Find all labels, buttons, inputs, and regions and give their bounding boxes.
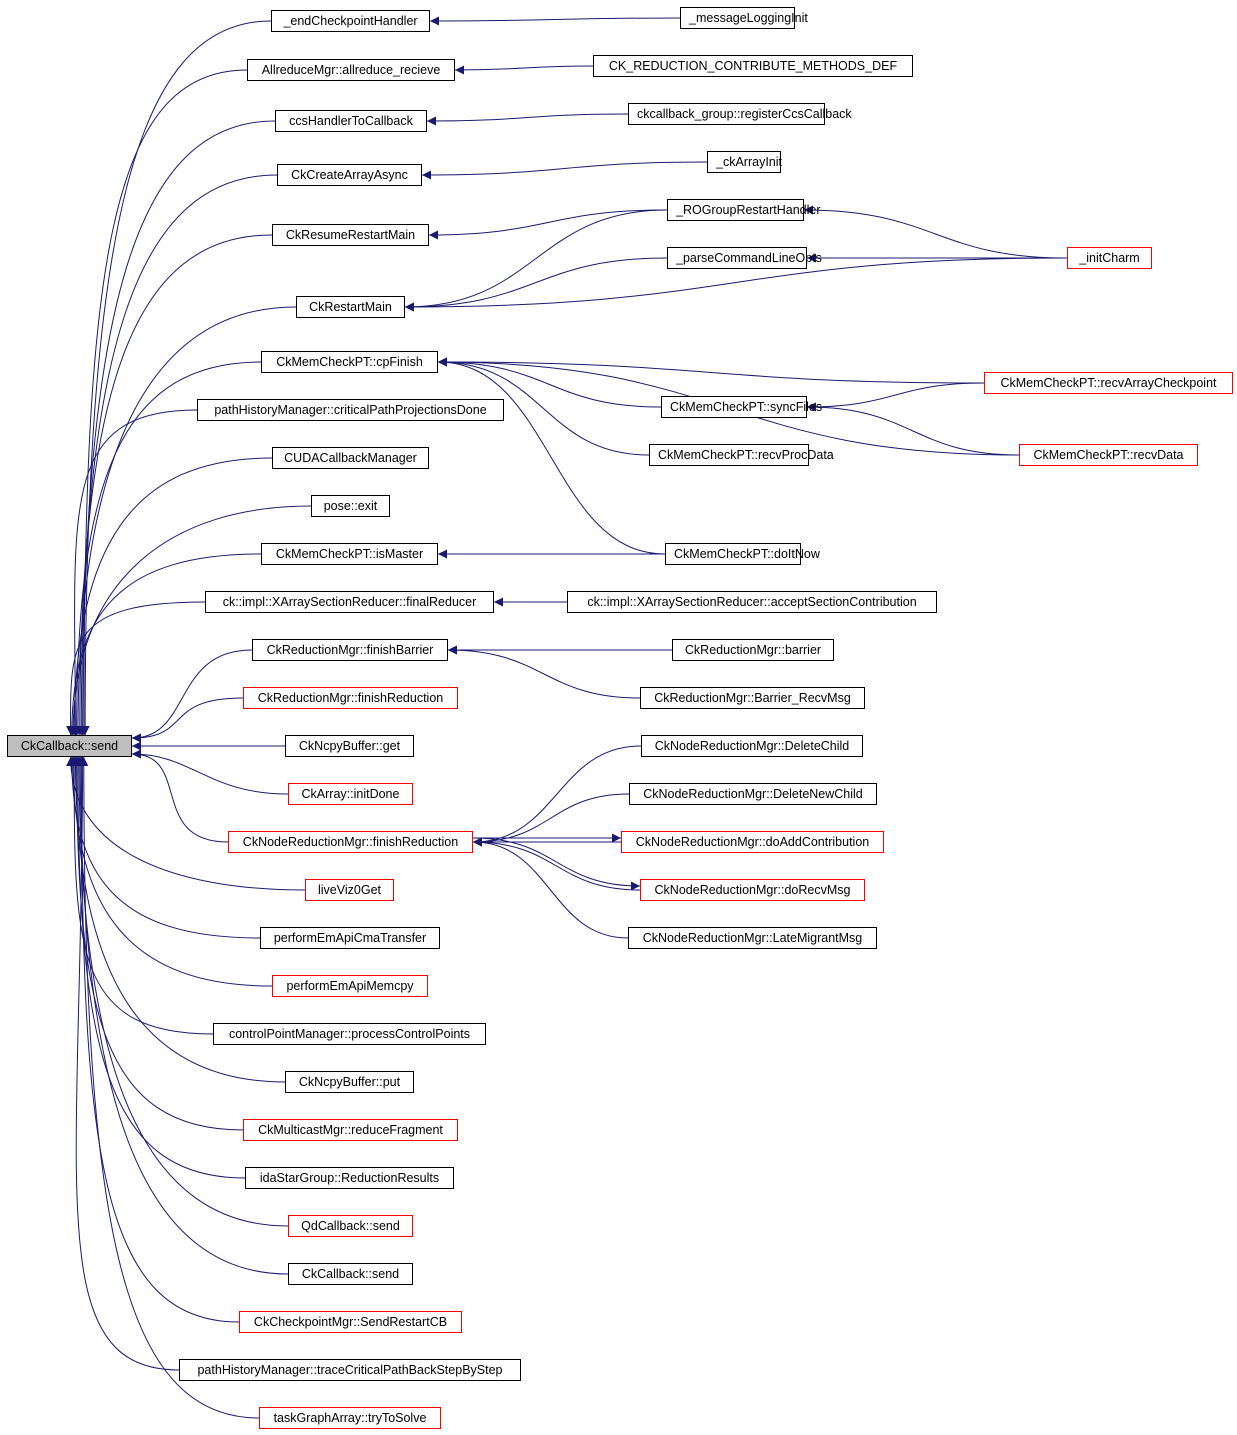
node-reduction-mgr-finish-reduction[interactable]: CkReductionMgr::finishReduction xyxy=(243,687,458,709)
edge-n21-to-root xyxy=(69,756,214,1035)
node-reduce-fragment[interactable]: CkMulticastMgr::reduceFragment xyxy=(243,1119,458,1141)
node-recv-data[interactable]: CkMemCheckPT::recvData xyxy=(1019,444,1198,466)
edge-r2-to-m7 xyxy=(806,382,985,412)
edge-m6-to-n6 xyxy=(404,257,668,312)
node-ck-create-array-async[interactable]: CkCreateArrayAsync xyxy=(277,164,422,186)
node-ccs-handler-to-callback[interactable]: ccsHandlerToCallback xyxy=(275,110,427,132)
edge-m3-to-n3 xyxy=(426,113,629,126)
node-ck-resume-restart-main[interactable]: CkResumeRestartMain xyxy=(272,224,429,246)
edge-m14-to-n17 xyxy=(472,793,630,847)
node-late-migrant-msg[interactable]: CkNodeReductionMgr::LateMigrantMsg xyxy=(628,927,877,949)
node-is-master[interactable]: CkMemCheckPT::isMaster xyxy=(261,543,438,565)
node-send-restart-cb[interactable]: CkCheckpointMgr::SendRestartCB xyxy=(239,1311,462,1333)
edge-m5-to-n6 xyxy=(404,209,668,312)
node-recv-array-checkpoint[interactable]: CkMemCheckPT::recvArrayCheckpoint xyxy=(984,372,1233,394)
edge-r2-to-n7 xyxy=(437,357,985,384)
node-try-to-solve[interactable]: taskGraphArray::tryToSolve xyxy=(259,1407,441,1429)
edge-m16-to-n17 xyxy=(472,837,641,891)
node-do-recv-msg[interactable]: CkNodeReductionMgr::doRecvMsg xyxy=(640,879,865,901)
edge-n29-to-root xyxy=(79,756,260,1419)
node-finish-barrier[interactable]: CkReductionMgr::finishBarrier xyxy=(252,639,448,661)
node-accept-section-contribution[interactable]: ck::impl::XArraySectionReducer::acceptSe… xyxy=(567,591,937,613)
edge-n24-to-root xyxy=(73,756,246,1179)
edge-n11-to-root xyxy=(67,553,262,736)
edge-m9-to-n7 xyxy=(437,357,666,555)
node-ck-restart-main[interactable]: CkRestartMain xyxy=(296,296,405,318)
node-delete-new-child[interactable]: CkNodeReductionMgr::DeleteNewChild xyxy=(629,783,877,805)
edge-m17-to-n17 xyxy=(472,837,629,939)
node-ro-group-restart-handler[interactable]: _ROGroupRestartHandler xyxy=(667,199,821,221)
edge-n16-to-root xyxy=(131,749,289,795)
node-ncpy-buffer-get[interactable]: CkNcpyBuffer::get xyxy=(285,735,414,757)
node-critical-path-projections-done[interactable]: pathHistoryManager::criticalPathProjecti… xyxy=(197,399,504,421)
edge-n23-to-root xyxy=(72,756,244,1131)
edge-n17-to-m16 xyxy=(472,837,641,891)
edge-n8-to-root xyxy=(70,409,198,736)
node-cp-finish[interactable]: CkMemCheckPT::cpFinish xyxy=(261,351,438,373)
edge-n14-to-root xyxy=(131,697,244,743)
node-root-ckcallback-send[interactable]: CkCallback::send xyxy=(7,735,132,757)
node-ck-reduction-contribute-methods-def[interactable]: CK_REDUCTION_CONTRIBUTE_METHODS_DEF xyxy=(593,55,913,77)
edge-n28-to-root xyxy=(75,756,180,1371)
node-node-reduction-finish-reduction[interactable]: CkNodeReductionMgr::finishReduction xyxy=(228,831,473,853)
node-parse-command-line-opts[interactable]: _parseCommandLineOpts xyxy=(667,247,822,269)
node-cuda-callback-manager[interactable]: CUDACallbackManager xyxy=(272,447,429,469)
node-do-add-contribution[interactable]: CkNodeReductionMgr::doAddContribution xyxy=(621,831,884,853)
edge-n1-to-root xyxy=(80,20,272,736)
node-delete-child[interactable]: CkNodeReductionMgr::DeleteChild xyxy=(641,735,863,757)
node-end-checkpoint-handler[interactable]: _endCheckpointHandler xyxy=(271,10,430,32)
node-ncpy-buffer-put[interactable]: CkNcpyBuffer::put xyxy=(285,1071,414,1093)
edge-r1-to-m5 xyxy=(803,205,1068,259)
edge-n4-to-root xyxy=(76,174,278,736)
edge-n3-to-root xyxy=(78,120,276,736)
node-register-ccs-callback[interactable]: ckcallback_group::registerCcsCallback xyxy=(628,103,852,125)
edge-n25-to-root xyxy=(74,756,289,1227)
edge-m13-to-n17 xyxy=(472,745,642,847)
edge-m1-to-n1 xyxy=(429,16,681,26)
node-allreduce-recieve[interactable]: AllreduceMgr::allreduce_recieve xyxy=(247,59,455,81)
edge-m4-to-n4 xyxy=(421,161,708,180)
edge-r3-to-m7 xyxy=(806,402,1020,456)
node-reduction-results[interactable]: idaStarGroup::ReductionResults xyxy=(245,1167,454,1189)
node-final-reducer[interactable]: ck::impl::XArraySectionReducer::finalRed… xyxy=(205,591,494,613)
edge-m5-to-n5 xyxy=(428,209,668,240)
node-perform-em-api-memcpy[interactable]: performEmApiMemcpy xyxy=(272,975,428,997)
edge-n5-to-root xyxy=(75,234,273,736)
node-qd-callback-send[interactable]: QdCallback::send xyxy=(288,1215,413,1237)
node-ckcallback-send-caller[interactable]: CkCallback::send xyxy=(288,1263,413,1285)
node-trace-critical-path-back[interactable]: pathHistoryManager::traceCriticalPathBac… xyxy=(179,1359,521,1381)
node-do-it-now[interactable]: CkMemCheckPT::doItNow xyxy=(665,543,820,565)
edge-n13-to-root xyxy=(131,649,253,743)
edge-m2-to-n2 xyxy=(454,65,594,75)
node-reduction-mgr-barrier[interactable]: CkReductionMgr::barrier xyxy=(672,639,834,661)
node-ck-array-init[interactable]: _ckArrayInit xyxy=(707,151,782,173)
node-message-logging-init[interactable]: _messageLoggingInit xyxy=(680,7,808,29)
node-liveviz0-get[interactable]: liveViz0Get xyxy=(305,879,394,901)
node-recv-proc-data[interactable]: CkMemCheckPT::recvProcData xyxy=(649,444,834,466)
node-init-charm[interactable]: _initCharm xyxy=(1067,247,1152,269)
node-perform-em-api-cma-transfer[interactable]: performEmApiCmaTransfer xyxy=(260,927,440,949)
node-process-control-points[interactable]: controlPointManager::processControlPoint… xyxy=(213,1023,486,1045)
edge-n18-to-root xyxy=(66,756,306,891)
edge-n20-to-root xyxy=(68,756,273,987)
node-pose-exit[interactable]: pose::exit xyxy=(311,495,390,517)
node-sync-files[interactable]: CkMemCheckPT::syncFiles xyxy=(661,396,822,418)
edge-n17-to-root xyxy=(131,749,229,843)
node-barrier-recv-msg[interactable]: CkReductionMgr::Barrier_RecvMsg xyxy=(640,687,865,709)
edge-m12-to-n13 xyxy=(447,645,641,699)
edge-n12-to-root xyxy=(66,601,206,736)
node-array-init-done[interactable]: CkArray::initDone xyxy=(288,783,413,805)
